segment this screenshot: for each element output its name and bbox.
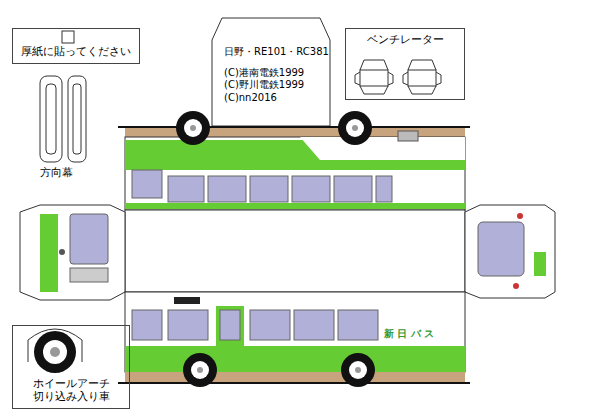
lower-side-panel xyxy=(355,367,361,373)
upper-side-panel xyxy=(376,176,392,202)
rear-face-panel xyxy=(465,205,555,298)
lower-side-panel xyxy=(216,306,244,346)
ventilator-box: ベンチレーター xyxy=(345,28,465,100)
upper-side-panel xyxy=(125,137,465,210)
node-text: (C)nn2016 xyxy=(224,92,277,105)
ventilator-piece xyxy=(403,60,441,94)
lower-side-panel xyxy=(125,372,465,382)
roof-panel xyxy=(125,210,465,292)
ventilator-piece xyxy=(355,60,441,94)
rear-face-panel xyxy=(465,205,555,298)
upper-side-panel xyxy=(184,119,202,137)
node-text: 厚紙に貼ってください xyxy=(21,45,131,59)
upper-side-panel xyxy=(168,176,204,202)
node-text: (C)野川電鉄1999 xyxy=(224,79,304,92)
lower-side-panel xyxy=(338,310,378,340)
rear-face-panel xyxy=(513,283,519,289)
upper-side-panel xyxy=(125,203,465,209)
rear-face-panel xyxy=(478,222,524,276)
front-face-panel xyxy=(70,214,108,264)
node-text: ベンチレーター xyxy=(367,33,444,47)
glue-mark xyxy=(62,31,74,43)
lower-side-panel xyxy=(349,361,367,379)
upper-side-panel xyxy=(334,176,372,202)
wheel-arch-box: ホイールアーチ 切り込み入り車 xyxy=(12,325,130,409)
node-text: (C)港南電鉄1999 xyxy=(224,67,304,80)
lower-side-panel xyxy=(341,353,375,387)
glue-mark xyxy=(62,31,74,43)
destination-sign-piece xyxy=(68,76,86,162)
destination-sign-piece xyxy=(46,84,56,154)
lower-side-panel xyxy=(220,310,240,340)
wheel-arch-example xyxy=(50,347,60,357)
upper-side-panel xyxy=(208,176,246,202)
wheel-arch-example xyxy=(34,331,76,373)
roof-flap xyxy=(212,18,330,126)
node-text: ホイールアーチ 切り込み入り車 xyxy=(17,377,125,405)
upper-side-panel xyxy=(398,131,418,141)
upper-side-panel xyxy=(352,125,358,131)
wheel-arch-example xyxy=(28,329,82,373)
upper-side-panel xyxy=(118,111,470,210)
upper-side-panel xyxy=(292,176,330,202)
ventilator-piece xyxy=(360,70,388,86)
wheel-arch-example xyxy=(43,340,67,364)
roof-panel xyxy=(125,210,465,292)
lower-side-panel xyxy=(125,292,465,372)
lower-side-panel xyxy=(174,297,200,304)
lower-side-panel xyxy=(294,310,334,340)
upper-side-panel xyxy=(346,119,364,137)
upper-side-panel xyxy=(250,176,288,202)
lower-side-panel xyxy=(183,353,217,387)
roof-flap-panel: 日野・RE101・RC381 (C)港南電鉄1999(C)野川電鉄1999(C)n… xyxy=(212,40,334,114)
bus-company-name: 新 日 バ ス xyxy=(384,328,434,340)
node-text: 日野・RE101・RC381 xyxy=(224,46,329,59)
rear-face-panel xyxy=(534,252,546,276)
upper-side-panel xyxy=(190,125,196,131)
part-label: 方向幕 xyxy=(40,166,73,179)
front-face-panel xyxy=(40,214,58,292)
lower-side-panel xyxy=(250,310,290,340)
lower-side-panel xyxy=(132,310,162,340)
ventilator-piece xyxy=(408,70,436,86)
destination-sign-piece xyxy=(40,76,62,162)
lower-side-panel xyxy=(125,346,465,372)
upper-side-panel xyxy=(118,126,470,128)
front-face-panel xyxy=(20,205,125,300)
lower-side-panel xyxy=(191,361,209,379)
upper-side-panel xyxy=(300,137,465,160)
front-face-panel xyxy=(20,205,125,300)
roof-flap xyxy=(212,18,330,126)
lower-side-panel xyxy=(118,382,470,384)
lower-side-panel xyxy=(118,292,470,387)
glue-note-box: 厚紙に貼ってください xyxy=(12,28,140,64)
ventilator-piece xyxy=(355,60,393,94)
upper-side-panel xyxy=(132,170,162,198)
destination-sign-piece xyxy=(73,84,81,154)
lower-side-panel xyxy=(168,310,208,340)
front-face-panel xyxy=(59,249,65,255)
upper-side-panel xyxy=(338,111,372,145)
rear-face-panel xyxy=(517,213,523,219)
destination-sign-piece xyxy=(40,76,86,162)
front-face-panel xyxy=(70,268,108,282)
upper-side-panel xyxy=(176,111,210,145)
lower-side-panel xyxy=(197,367,203,373)
